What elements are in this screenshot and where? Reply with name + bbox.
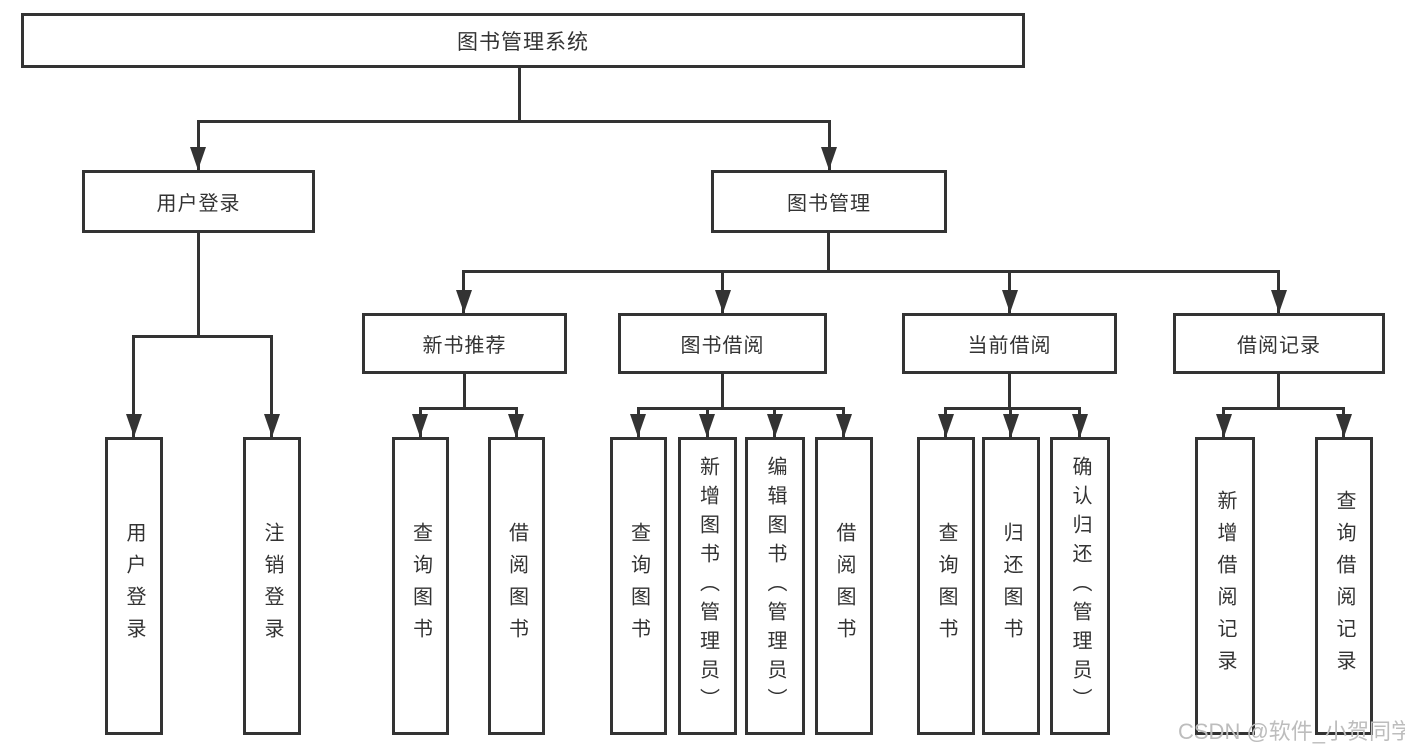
connector-line (419, 407, 518, 410)
node-label: 查询图书 (409, 522, 432, 650)
connector-line (827, 233, 830, 273)
connector-line (197, 233, 200, 338)
leaf-add-borrow-record: 新增借阅记录 (1195, 437, 1255, 735)
connector-line (197, 120, 200, 170)
node-label: 用户登录 (123, 522, 145, 650)
connector-line (828, 120, 831, 170)
node-label: 编辑图书（管理员） (764, 455, 786, 717)
arrow-down-icon (1072, 414, 1088, 437)
node-label: 借阅记录 (1237, 335, 1321, 357)
node-label: 查询图书 (935, 522, 957, 650)
connector-line (132, 335, 273, 338)
node-label: 图书借阅 (680, 335, 765, 357)
arrow-down-icon (508, 414, 524, 437)
leaf-borrow-books-recommend: 借阅图书 (488, 437, 545, 735)
arrow-down-icon (767, 414, 783, 437)
connector-line (132, 335, 135, 437)
node-label: 图书管理系统 (457, 30, 589, 54)
connector-line (721, 374, 724, 410)
arrow-down-icon (630, 414, 646, 437)
node-label: 借阅图书 (833, 522, 855, 650)
node-label: 确认归还（管理员） (1069, 455, 1091, 717)
node-label: 新增图书（管理员） (696, 455, 719, 717)
leaf-edit-book-admin: 编辑图书（管理员） (745, 437, 805, 735)
node-label: 用户登录 (156, 193, 241, 215)
leaf-query-borrow-record: 查询借阅记录 (1315, 437, 1373, 735)
leaf-return-books: 归还图书 (982, 437, 1040, 735)
node-label: 新书推荐 (422, 335, 507, 357)
leaf-query-books-recommend: 查询图书 (392, 437, 449, 735)
arrow-down-icon (412, 414, 428, 437)
arrow-down-icon (1216, 414, 1232, 437)
connector-line (1008, 374, 1011, 410)
connector-line (197, 120, 831, 123)
node-label: 借阅图书 (505, 522, 528, 650)
leaf-user-login: 用户登录 (105, 437, 163, 735)
connector-line (1222, 407, 1345, 410)
arrow-down-icon (1003, 414, 1019, 437)
connector-line (1277, 374, 1280, 410)
arrow-down-icon (1002, 290, 1018, 313)
leaf-query-books-borrow: 查询图书 (610, 437, 667, 735)
node-label: 查询借阅记录 (1333, 490, 1355, 682)
arrow-down-icon (1271, 290, 1287, 313)
connector-line (462, 270, 1280, 273)
arrow-down-icon (836, 414, 852, 437)
node-label: 当前借阅 (967, 335, 1052, 357)
arrow-down-icon (126, 414, 142, 437)
arrow-down-icon (699, 414, 715, 437)
arrow-down-icon (1336, 414, 1352, 437)
leaf-logout: 注销登录 (243, 437, 301, 735)
node-new-book-recommendation: 新书推荐 (362, 313, 567, 374)
connector-line (637, 407, 845, 410)
node-book-management: 图书管理 (711, 170, 947, 233)
connector-line (518, 68, 521, 122)
connector-line (944, 407, 1081, 410)
node-label: 归还图书 (1000, 522, 1022, 650)
node-label: 新增借阅记录 (1214, 490, 1236, 682)
leaf-confirm-return-admin: 确认归还（管理员） (1050, 437, 1110, 735)
leaf-query-books-current: 查询图书 (917, 437, 975, 735)
node-label: 图书管理 (787, 193, 871, 215)
leaf-borrow-books: 借阅图书 (815, 437, 873, 735)
node-borrowing-records: 借阅记录 (1173, 313, 1385, 374)
watermark: CSDN @软件_小贺同学 (1178, 719, 1405, 744)
node-label: 注销登录 (261, 522, 283, 650)
node-library-management-system: 图书管理系统 (21, 13, 1025, 68)
arrow-down-icon (264, 414, 280, 437)
node-label: 查询图书 (627, 522, 650, 650)
arrow-down-icon (938, 414, 954, 437)
connector-line (270, 335, 273, 437)
node-user-login: 用户登录 (82, 170, 315, 233)
arrow-down-icon (190, 147, 206, 170)
node-current-borrowing: 当前借阅 (902, 313, 1117, 374)
arrow-down-icon (456, 290, 472, 313)
node-book-borrowing: 图书借阅 (618, 313, 827, 374)
leaf-add-book-admin: 新增图书（管理员） (678, 437, 737, 735)
arrow-down-icon (715, 290, 731, 313)
connector-line (463, 374, 466, 410)
arrow-down-icon (821, 147, 837, 170)
